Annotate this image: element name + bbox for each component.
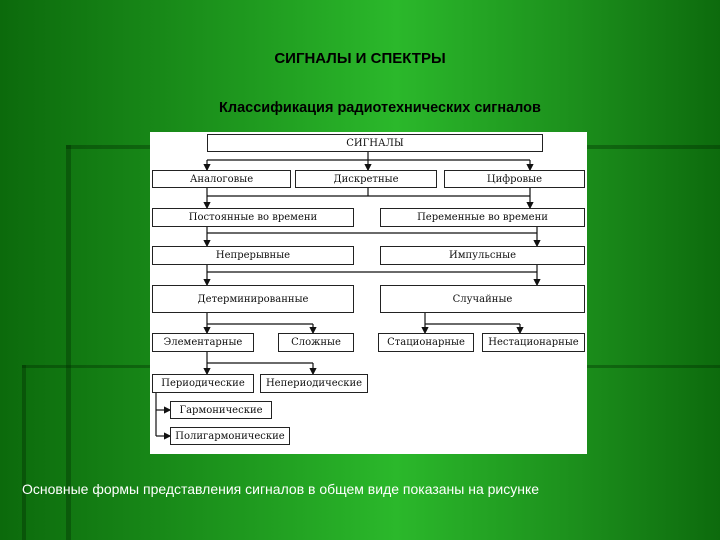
node-complex: Сложные — [278, 333, 354, 352]
node-deterministic: Детерминированные — [152, 285, 354, 313]
node-constant: Постоянные во времени — [152, 208, 354, 227]
decor-stripe-left-2 — [22, 365, 26, 540]
node-variable: Переменные во времени — [380, 208, 585, 227]
node-polyharmonic: Полигармонические — [170, 427, 290, 445]
node-elementary: Элементарные — [152, 333, 254, 352]
node-random: Случайные — [380, 285, 585, 313]
node-nonperiodic: Непериодические — [260, 374, 368, 393]
node-discrete: Дискретные — [295, 170, 437, 188]
slide-caption: Основные формы представления сигналов в … — [22, 481, 540, 497]
classification-diagram: СИГНАЛЫ Аналоговые Дискретные Цифровые П… — [150, 132, 587, 454]
node-stationary: Стационарные — [378, 333, 474, 352]
slide-subtitle: Классификация радиотехнических сигналов — [219, 100, 541, 116]
node-pulse: Импульсные — [380, 246, 585, 265]
node-periodic: Периодические — [152, 374, 254, 393]
node-continuous: Непрерывные — [152, 246, 354, 265]
slide-title: СИГНАЛЫ И СПЕКТРЫ — [274, 50, 446, 67]
node-nonstationary: Нестационарные — [482, 333, 585, 352]
node-signals: СИГНАЛЫ — [207, 134, 543, 152]
node-analog: Аналоговые — [152, 170, 291, 188]
node-digital: Цифровые — [444, 170, 585, 188]
node-harmonic: Гармонические — [170, 401, 272, 419]
decor-stripe-left — [66, 145, 71, 540]
diagram-connectors — [155, 152, 541, 440]
